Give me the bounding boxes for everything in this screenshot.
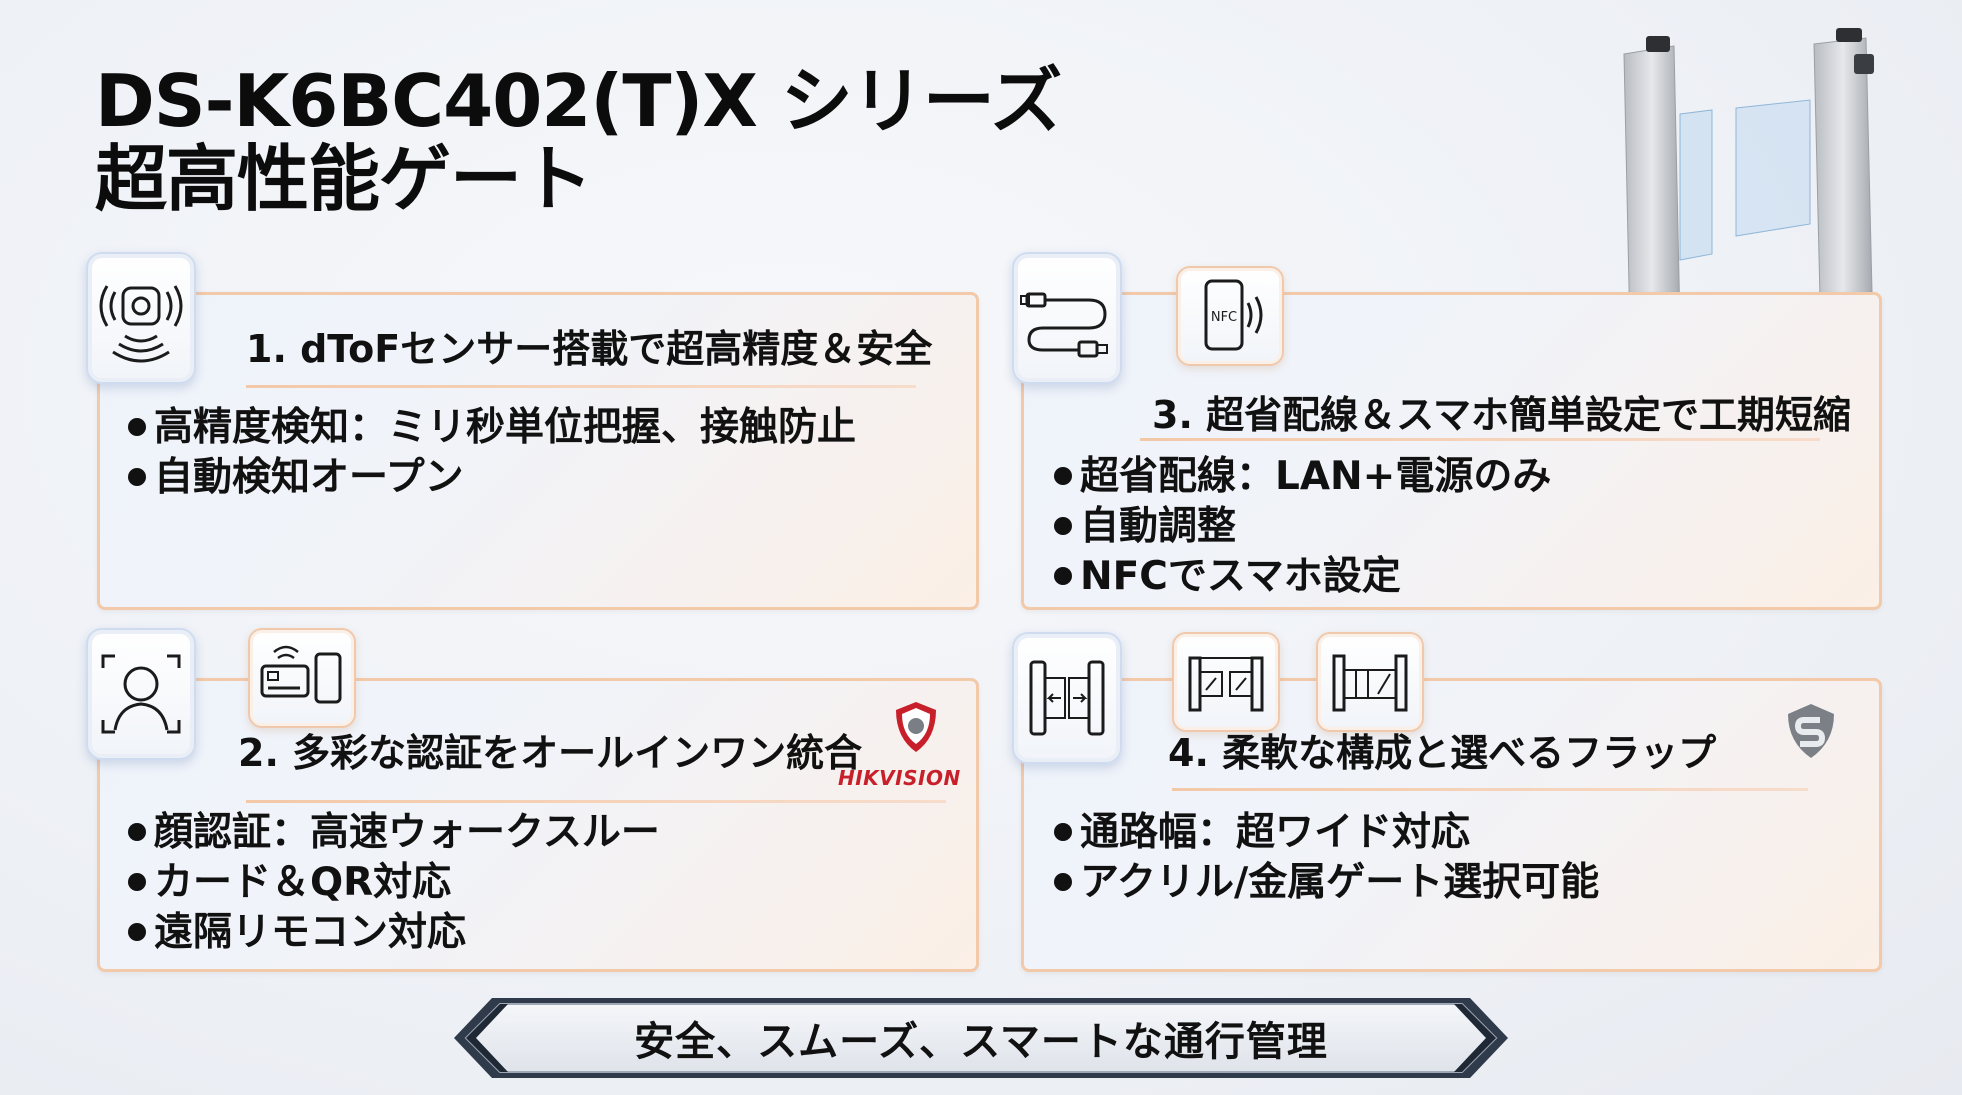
title-line-1: DS-K6BC402(T)X シリーズ [95, 59, 1062, 143]
list-item: 超省配線：LAN+電源のみ [1054, 452, 1551, 502]
list-item: 遠隔リモコン対応 [128, 908, 660, 958]
banner-frame [454, 998, 1508, 1078]
section-2-heading: 2. 多彩な認証をオールインワン統合 [238, 731, 863, 775]
list-item: 通路幅：超ワイド対応 [1054, 808, 1599, 858]
section-4-bullets: 通路幅：超ワイド対応 アクリル/金属ゲート選択可能 [1054, 808, 1599, 908]
card-phone-icon [248, 628, 356, 728]
section-1-underline [246, 385, 916, 388]
tagline-text: 安全、スムーズ、スマートな通行管理 [634, 1019, 1328, 1065]
title-line-2: 超高性能ゲート [95, 137, 593, 221]
section-2-underline [246, 800, 946, 803]
feature-panel-dtof [97, 292, 979, 610]
list-item: 自動調整 [1054, 502, 1551, 552]
section-2-bullets: 顔認証：高速ウォークスルー カード＆QR対応 遠隔リモコン対応 [128, 808, 660, 958]
hikvision-shield-icon [896, 702, 936, 752]
svg-text:NFC: NFC [1211, 310, 1237, 325]
cable-icon [1012, 252, 1122, 384]
nfc-phone-icon: NFC [1176, 266, 1284, 366]
section-1-bullets: 高精度検知：ミリ秒単位把握、接触防止 自動検知オープン [128, 403, 856, 503]
face-recognition-icon [86, 628, 196, 760]
section-3-bullets: 超省配線：LAN+電源のみ 自動調整 NFCでスマホ設定 [1054, 452, 1551, 602]
list-item: 顔認証：高速ウォークスルー [128, 808, 660, 858]
gate-passage-icon [1012, 632, 1122, 764]
dtof-sensor-icon [86, 252, 196, 384]
page-title: DS-K6BC402(T)X シリーズ 超高性能ゲート [95, 59, 1062, 221]
section-3-underline [1140, 438, 1820, 441]
section-3-heading: 3. 超省配線＆スマホ簡単設定で工期短縮 [1152, 393, 1851, 437]
list-item: アクリル/金属ゲート選択可能 [1054, 858, 1599, 908]
list-item: カード＆QR対応 [128, 858, 660, 908]
feature-panel-wiring [1021, 292, 1882, 610]
list-item: 自動検知オープン [128, 453, 856, 503]
acrylic-flap-icon [1172, 632, 1280, 732]
section-1-heading: 1. dToFセンサー搭載で超高精度＆安全 [246, 327, 933, 371]
hikvision-logo: HIKVISION [838, 766, 961, 790]
tagline-banner: 安全、スムーズ、スマートな通行管理 [452, 996, 1510, 1080]
list-item: 高精度検知：ミリ秒単位把握、接触防止 [128, 403, 856, 453]
shield-s-logo-icon [1788, 704, 1834, 758]
feature-panel-flap [1021, 678, 1882, 972]
metal-flap-icon [1316, 632, 1424, 732]
feature-panel-auth [97, 678, 979, 972]
section-4-underline [1172, 788, 1808, 791]
list-item: NFCでスマホ設定 [1054, 552, 1551, 602]
section-4-heading: 4. 柔軟な構成と選べるフラップ [1168, 731, 1717, 775]
